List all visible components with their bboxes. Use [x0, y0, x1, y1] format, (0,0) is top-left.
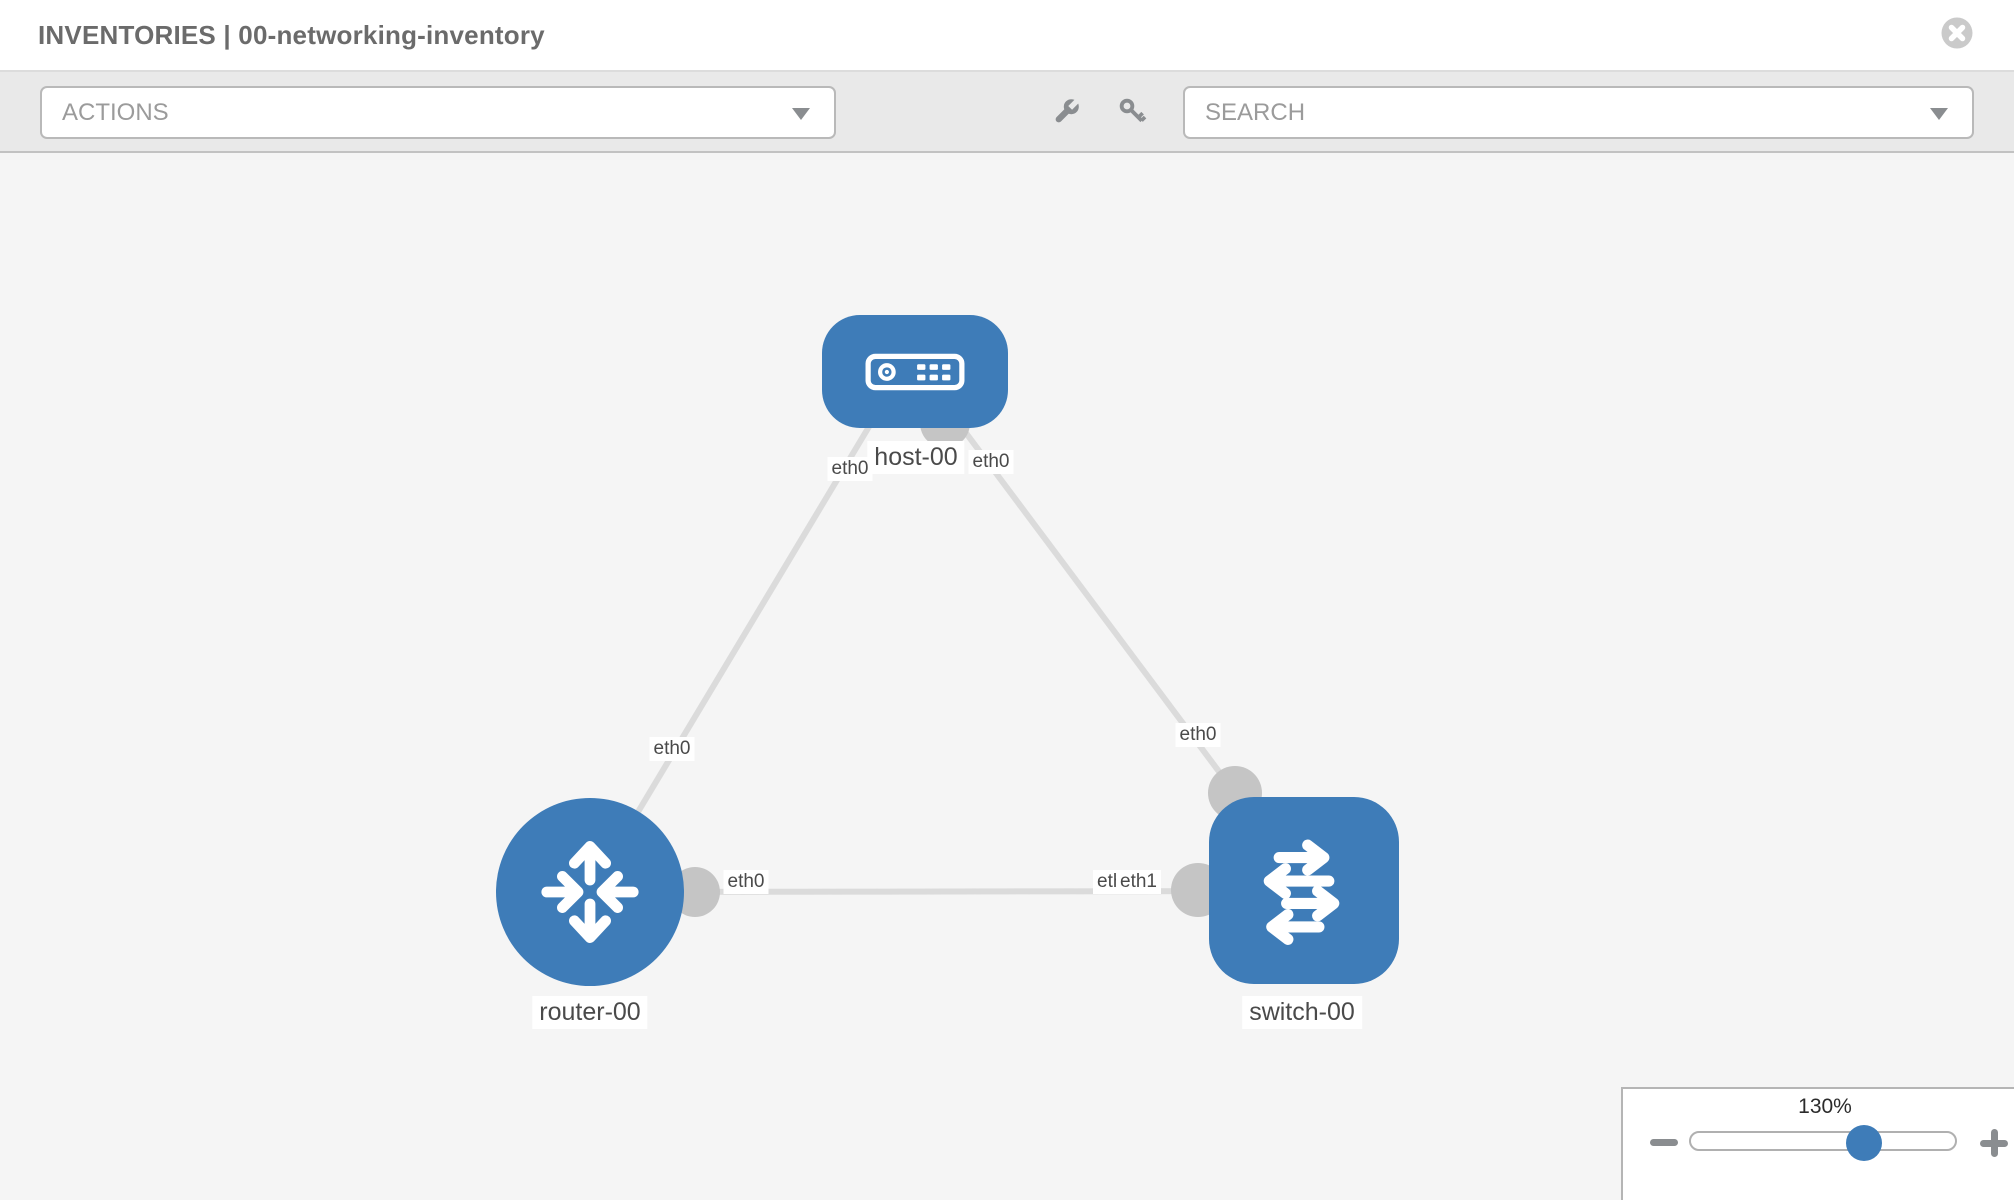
search-input[interactable] — [1185, 88, 1972, 137]
actions-dropdown[interactable]: ACTIONS — [40, 86, 836, 139]
close-icon[interactable] — [1940, 16, 1974, 50]
zoom-in-button[interactable] — [1980, 1129, 2008, 1157]
node-host-00[interactable] — [822, 315, 1008, 428]
configure-tools-button[interactable] — [1040, 86, 1092, 138]
zoom-control-panel: 130% — [1621, 1087, 2014, 1200]
chevron-down-icon — [1930, 108, 1948, 120]
zoom-out-button[interactable] — [1650, 1139, 1678, 1146]
key-icon — [1119, 98, 1147, 123]
host-icon — [865, 353, 965, 390]
if-label-host-eth0-left: eth0 — [827, 457, 873, 481]
if-label-router-eth0: eth0 — [723, 870, 769, 894]
node-router-00[interactable] — [496, 798, 684, 986]
toolbar: ACTIONS — [0, 72, 2014, 153]
topology-canvas[interactable]: host-00 router-00 switch-00 eth0 eth0 et… — [0, 153, 2014, 1200]
zoom-slider-handle[interactable] — [1846, 1125, 1882, 1161]
if-label-router-host-eth0: eth0 — [649, 737, 695, 761]
actions-dropdown-label: ACTIONS — [62, 99, 169, 126]
router-icon — [541, 841, 639, 943]
search-box[interactable] — [1183, 86, 1974, 139]
node-label-router: router-00 — [532, 996, 648, 1029]
if-label-switch-eth1: eth1 — [1116, 870, 1161, 894]
wrench-icon — [1055, 97, 1081, 123]
node-label-host: host-00 — [867, 441, 965, 474]
page-title: INVENTORIES | 00-networking-inventory — [38, 20, 545, 50]
topology-edges — [587, 398, 1305, 917]
switch-icon — [1263, 839, 1340, 945]
if-label-switch-host-eth0: eth0 — [1175, 723, 1221, 747]
zoom-level-value: 130% — [1798, 1095, 1852, 1118]
key-credentials-button[interactable] — [1107, 86, 1159, 138]
node-label-switch: switch-00 — [1242, 996, 1362, 1029]
node-switch-00[interactable] — [1209, 797, 1399, 984]
if-label-host-eth0-right: eth0 — [968, 450, 1014, 474]
chevron-down-icon — [792, 108, 810, 120]
breadcrumb-header: INVENTORIES | 00-networking-inventory — [0, 0, 2014, 72]
zoom-slider-track[interactable] — [1689, 1131, 1957, 1151]
